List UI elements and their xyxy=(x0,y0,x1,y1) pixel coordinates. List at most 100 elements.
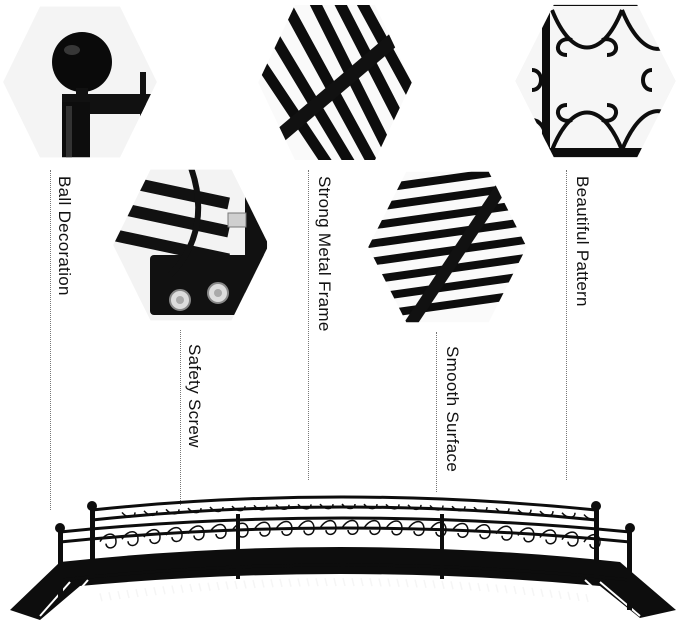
deck-slat xyxy=(234,580,238,590)
deck-slat xyxy=(396,578,400,588)
deck-slat xyxy=(135,588,139,598)
deck-slat xyxy=(405,578,409,588)
deck-slat xyxy=(333,577,337,587)
deck-slat xyxy=(414,579,418,588)
deck-slat xyxy=(423,579,427,589)
deck-slat xyxy=(585,593,589,603)
deck-slat xyxy=(468,582,472,591)
deck-slat xyxy=(576,592,580,602)
deck-slat xyxy=(306,578,310,587)
scroll-ornament-upper xyxy=(209,506,224,513)
railing-scrollwork xyxy=(99,503,601,550)
scroll-ornament-upper xyxy=(121,511,136,518)
feature-label-smooth-surface: Smooth Surface xyxy=(443,346,462,473)
deck-slat xyxy=(360,577,364,587)
deck-slat xyxy=(315,577,319,587)
deck-slat xyxy=(297,578,301,587)
scroll-ornament xyxy=(143,528,161,545)
scroll-ornament-upper xyxy=(407,504,422,511)
scroll-ornament xyxy=(297,520,315,536)
scroll-ornament-upper xyxy=(495,507,510,514)
deck-slat xyxy=(549,589,553,598)
pattern-closeup xyxy=(515,4,676,158)
scroll-ornament-upper xyxy=(165,508,180,515)
deck-slat xyxy=(522,586,526,596)
deck-slat xyxy=(567,591,571,601)
feature-label-strong-metal-frame: Strong Metal Frame xyxy=(315,176,334,332)
leader-line-safety-screw xyxy=(180,330,181,505)
deck-slat xyxy=(144,587,148,597)
scroll-ornament-upper xyxy=(363,503,378,510)
deck-slat xyxy=(324,577,328,587)
deck-slat xyxy=(189,583,193,593)
deck-slat-lines xyxy=(99,577,589,603)
smooth-surface-closeup xyxy=(368,171,527,323)
garden-bridge-illustration xyxy=(10,495,676,620)
deck-slats xyxy=(39,579,641,617)
deck-slat xyxy=(288,578,292,587)
scroll-ornament xyxy=(319,519,337,536)
deck-slat xyxy=(261,579,265,588)
scroll-ornament-upper xyxy=(429,504,444,511)
scroll-ornament-upper xyxy=(583,514,598,520)
scroll-ornament xyxy=(539,529,557,545)
deck-slat xyxy=(216,581,220,591)
deck-slat xyxy=(513,585,517,595)
scroll-ornament xyxy=(187,525,205,541)
scroll-ornament xyxy=(517,527,535,543)
scroll-ornament-upper xyxy=(341,503,356,510)
scroll-ornament xyxy=(253,521,271,537)
deck-slat xyxy=(477,582,481,592)
deck-slat xyxy=(117,590,121,600)
deck-slat xyxy=(531,587,535,596)
metal-frame-closeup xyxy=(258,4,412,161)
leader-line-smooth-surface xyxy=(436,332,437,492)
scroll-ornament-upper xyxy=(385,503,400,510)
deck-slat xyxy=(279,578,283,588)
scroll-ornament xyxy=(275,520,293,536)
scroll-ornament xyxy=(209,523,227,539)
scroll-ornament-upper xyxy=(473,506,488,513)
scroll-ornament xyxy=(99,533,117,549)
scroll-ornament-upper xyxy=(253,504,268,511)
scroll-ornament-upper xyxy=(451,505,466,512)
deck-slat xyxy=(270,579,274,588)
deck-slat xyxy=(495,584,499,593)
scroll-ornament xyxy=(473,524,491,540)
deck-slat xyxy=(378,578,382,587)
feature-label-safety-screw: Safety Screw xyxy=(185,344,204,448)
deck-slat xyxy=(180,584,184,593)
scroll-ornament-upper xyxy=(297,503,312,510)
scroll-ornament-upper xyxy=(231,505,246,512)
bridge-deck xyxy=(10,547,676,620)
scroll-ornament xyxy=(231,522,249,538)
scroll-ornament xyxy=(561,531,579,547)
deck-slat xyxy=(108,592,112,601)
scroll-ornament-upper xyxy=(143,510,158,517)
scroll-ornament xyxy=(341,519,359,535)
scroll-ornament xyxy=(385,520,403,536)
scroll-ornament-upper xyxy=(319,503,334,510)
safety-screw-closeup xyxy=(113,169,269,321)
deck-slat xyxy=(126,589,130,599)
scroll-ornament xyxy=(121,531,139,547)
leader-line-ball-decoration xyxy=(50,170,51,510)
scroll-ornament-upper xyxy=(187,507,202,514)
deck-slat xyxy=(342,577,346,587)
scroll-ornament-upper xyxy=(517,509,532,515)
scroll-ornament xyxy=(495,525,513,541)
deck-slat xyxy=(162,586,166,595)
deck-slat xyxy=(351,577,355,587)
feature-label-beautiful-pattern: Beautiful Pattern xyxy=(573,176,592,307)
deck-slat xyxy=(369,578,373,587)
leader-line-strong-metal-frame xyxy=(308,170,309,480)
railing-posts xyxy=(55,501,635,610)
scroll-ornament xyxy=(583,533,601,550)
deck-slat xyxy=(171,585,175,594)
leader-line-beautiful-pattern xyxy=(566,170,567,480)
deck-slat xyxy=(432,580,436,589)
deck-slat xyxy=(252,579,256,589)
scroll-ornament xyxy=(363,519,381,536)
deck-slat xyxy=(558,590,562,599)
deck-slat xyxy=(450,581,454,590)
